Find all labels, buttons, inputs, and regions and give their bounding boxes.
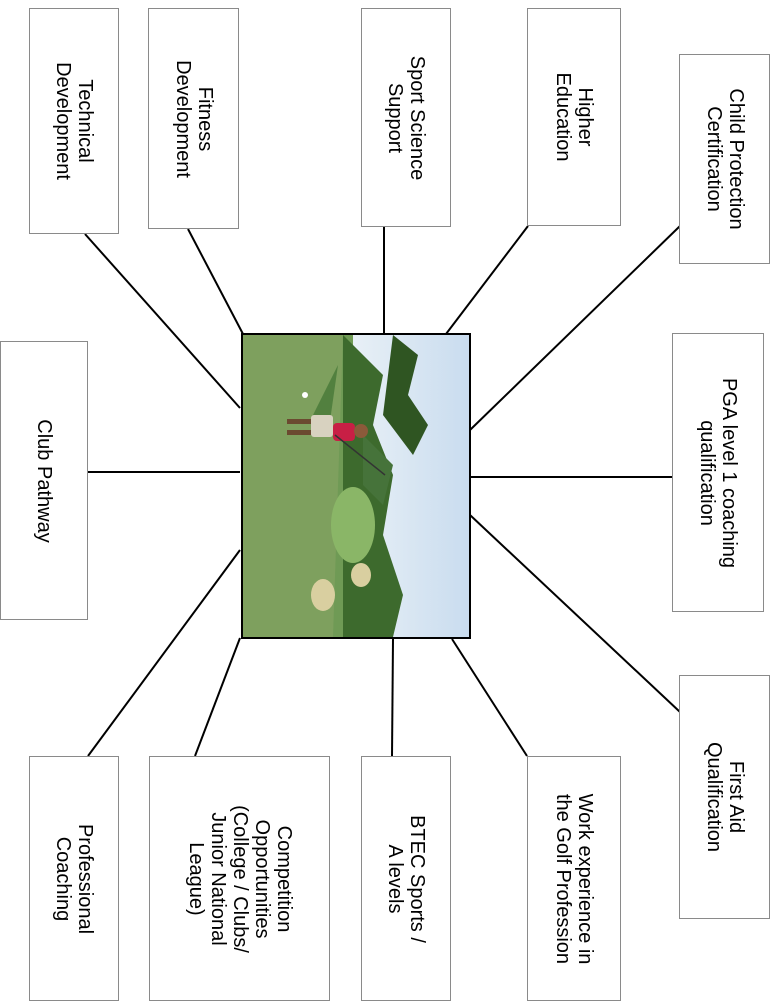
connector-higher-education [445, 225, 529, 335]
connector-technical [84, 233, 241, 409]
node-btec-sports: BTEC Sports /A levels [361, 756, 451, 1001]
connector-fitness [187, 228, 244, 335]
connector-btec [391, 638, 394, 757]
node-club-pathway: Club Pathway [0, 341, 88, 620]
node-label: Club Pathway [33, 418, 55, 543]
connector-first-aid [469, 514, 681, 713]
node-label: BTEC Sports /A levels [384, 814, 428, 943]
golf-photo [241, 333, 471, 639]
connector-work-experience [451, 638, 528, 757]
connector-child-protection [469, 225, 681, 431]
connector-competition [194, 637, 241, 757]
golf-photo-icon [243, 335, 469, 637]
connector-professional [87, 549, 241, 757]
